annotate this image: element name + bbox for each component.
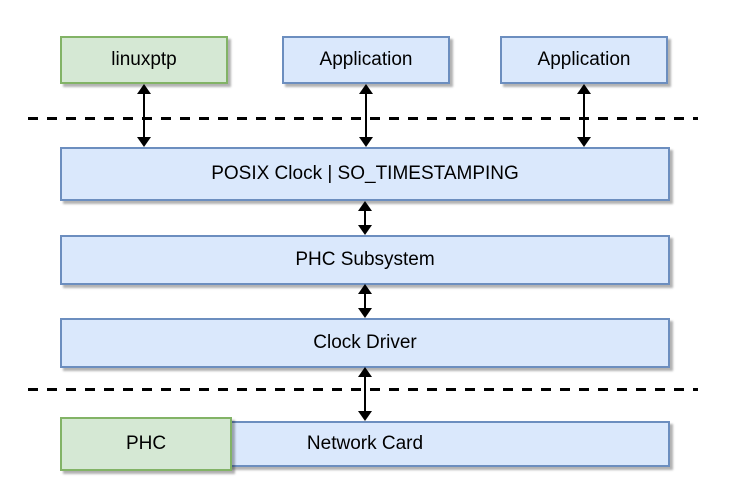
arrow-shaft — [365, 91, 367, 140]
arrow-head-up-icon — [358, 284, 372, 294]
network-card-label: Network Card — [306, 433, 424, 454]
arrow-head-down-icon — [577, 137, 591, 147]
posix-clock-label: POSIX Clock | SO_TIMESTAMPING — [211, 163, 519, 184]
arrow-shaft — [364, 208, 366, 228]
clock-driver-label: Clock Driver — [313, 332, 417, 353]
posix-clock-so-timestamping-box: POSIX Clock | SO_TIMESTAMPING — [60, 147, 670, 201]
bidirectional-arrow-posix-phcsubsystem — [358, 201, 372, 235]
bidirectional-arrow-application1-posix — [359, 84, 373, 147]
bidirectional-arrow-phcsubsystem-clockdriver — [358, 284, 372, 318]
application-box-2: Application — [500, 36, 668, 84]
arrow-head-down-icon — [358, 308, 372, 318]
arrow-head-down-icon — [137, 137, 151, 147]
phc-label: PHC — [125, 433, 167, 454]
arrow-head-up-icon — [577, 84, 591, 94]
phc-subsystem-box: PHC Subsystem — [60, 235, 670, 285]
arrow-head-up-icon — [359, 84, 373, 94]
arrow-shaft — [583, 91, 585, 140]
arrow-head-up-icon — [358, 201, 372, 211]
application-2-label: Application — [537, 49, 631, 70]
bidirectional-arrow-linuxptp-posix — [137, 84, 151, 147]
arrow-shaft — [143, 91, 145, 140]
userspace-kernel-boundary-dashed-line — [28, 117, 698, 120]
arrow-head-down-icon — [359, 137, 373, 147]
bidirectional-arrow-clockdriver-networkcard — [358, 367, 372, 421]
application-1-label: Application — [319, 49, 413, 70]
phc-subsystem-label: PHC Subsystem — [295, 249, 435, 270]
clock-driver-box: Clock Driver — [60, 318, 670, 368]
arrow-head-down-icon — [358, 225, 372, 235]
linuxptp-box: linuxptp — [60, 36, 228, 84]
arrow-head-up-icon — [137, 84, 151, 94]
kernel-hardware-boundary-dashed-line — [28, 388, 698, 391]
linuxptp-label: linuxptp — [111, 49, 177, 70]
application-box-1: Application — [282, 36, 450, 84]
phc-box: PHC — [60, 417, 232, 471]
arrow-head-up-icon — [358, 367, 372, 377]
arrow-head-down-icon — [358, 411, 372, 421]
arrow-shaft — [364, 374, 366, 414]
bidirectional-arrow-application2-posix — [577, 84, 591, 147]
arrow-shaft — [364, 291, 366, 311]
